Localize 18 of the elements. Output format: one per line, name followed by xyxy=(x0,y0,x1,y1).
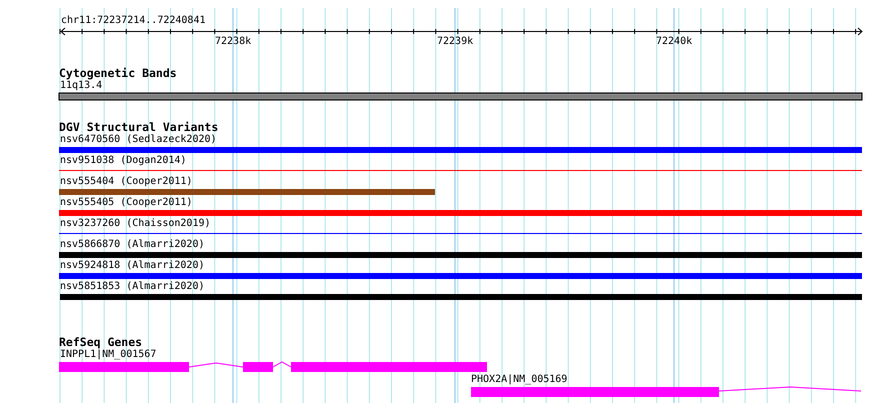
tick-label: 72239k xyxy=(437,36,474,48)
feature-label: nsv555404 (Cooper2011) xyxy=(60,176,192,188)
feature-label: nsv3237260 (Chaisson2019) xyxy=(60,218,211,230)
feature-label: nsv6470560 (Sedlazeck2020) xyxy=(60,134,217,146)
feature-label: INPPL1|NM_001567 xyxy=(60,349,156,361)
feature-label: nsv5866870 (Almarri2020) xyxy=(60,239,204,251)
track-title: Cytogenetic Bands xyxy=(59,67,177,80)
tick-label: 72240k xyxy=(656,36,692,48)
feature-label: nsv555405 (Cooper2011) xyxy=(60,197,192,209)
coordinate-label: chr11:72237214..72240841 xyxy=(61,15,206,27)
tick-label: 72238k xyxy=(215,36,252,48)
feature-label: nsv5851853 (Almarri2020) xyxy=(60,281,204,293)
feature-label: 11q13.4 xyxy=(60,80,102,92)
feature-label: PHOX2A|NM_005169 xyxy=(471,374,568,386)
track-title: DGV Structural Variants xyxy=(59,121,218,134)
feature-label: nsv5924818 (Almarri2020) xyxy=(60,260,204,272)
feature-label: nsv951038 (Dogan2014) xyxy=(60,155,186,167)
track-title: RefSeq Genes xyxy=(59,336,142,349)
